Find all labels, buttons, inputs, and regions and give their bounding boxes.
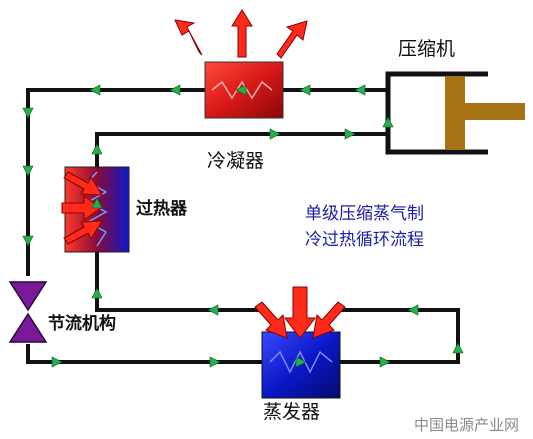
flow-arrow xyxy=(91,197,103,209)
flow-arrow xyxy=(269,128,281,140)
flow-arrow xyxy=(91,287,103,299)
flow-arrow xyxy=(452,342,464,354)
flow-arrow xyxy=(51,356,63,368)
heat-absorb-arrows xyxy=(254,286,346,339)
flow-arrow xyxy=(207,304,219,316)
evaporator-body xyxy=(261,331,341,399)
evap-heat-arrow-center xyxy=(284,286,316,339)
flow-arrow xyxy=(407,304,419,316)
heat-arrow-up-right xyxy=(276,20,308,59)
throttle-label: 节流机构 xyxy=(48,314,116,334)
pipe-superheater-to-suction xyxy=(95,132,388,167)
pipe-evaporator-to-superheater xyxy=(95,252,262,312)
flow-arrow xyxy=(22,165,34,177)
heat-arrow-up-left xyxy=(174,19,203,56)
flow-arrow xyxy=(91,143,103,155)
evaporator-coil xyxy=(269,350,333,374)
compressor-piston-rod xyxy=(465,103,525,120)
throttle-valve xyxy=(8,281,48,343)
diagram-title-line-2: 冷过热循环流程 xyxy=(305,230,424,250)
flow-arrows xyxy=(22,84,464,368)
flow-arrow xyxy=(235,84,247,96)
compressor-cylinder xyxy=(385,71,488,155)
compressor-piston-head xyxy=(445,76,465,150)
evap-heat-arrow-left xyxy=(254,301,288,339)
condenser-coil xyxy=(211,80,273,100)
evaporator-label: 蒸发器 xyxy=(263,401,321,423)
flow-arrow xyxy=(299,84,311,96)
flow-arrow xyxy=(89,84,101,96)
flow-arrow xyxy=(382,116,394,128)
superheater-heat-arrow-3 xyxy=(63,220,103,245)
pipe-valve-to-evaporator xyxy=(26,344,262,364)
flow-arrow xyxy=(295,356,307,368)
evap-heat-arrow-right xyxy=(312,301,346,339)
flow-arrow xyxy=(169,84,181,96)
heat-release-arrows xyxy=(174,9,308,59)
superheater-heat-arrows xyxy=(61,171,103,245)
pipe-condenser-to-left xyxy=(26,88,205,276)
watermark: 中国电源产业网 xyxy=(414,416,520,434)
diagram-title-line-1: 单级压缩蒸气制 xyxy=(305,204,424,224)
heat-arrow-up xyxy=(231,9,253,58)
compressor-label: 压缩机 xyxy=(398,38,456,60)
flow-arrow xyxy=(22,107,34,119)
condenser-label: 冷凝器 xyxy=(207,150,265,172)
flow-arrow xyxy=(209,356,221,368)
superheater-label: 过热器 xyxy=(136,199,187,219)
pipe-network xyxy=(26,88,460,364)
flow-arrow xyxy=(344,128,356,140)
flow-arrow xyxy=(379,356,391,368)
compressor xyxy=(385,71,525,155)
superheater xyxy=(61,166,130,253)
throttle-valve-bottom xyxy=(8,312,48,343)
flow-arrow xyxy=(22,235,34,247)
pipe-evaporator-right-loop xyxy=(340,308,460,364)
superheater-heat-arrow-2 xyxy=(61,195,102,221)
superheater-heat-arrow-1 xyxy=(63,171,103,196)
throttle-valve-top xyxy=(8,281,48,312)
flow-arrow xyxy=(354,84,366,96)
evaporator xyxy=(261,331,341,399)
